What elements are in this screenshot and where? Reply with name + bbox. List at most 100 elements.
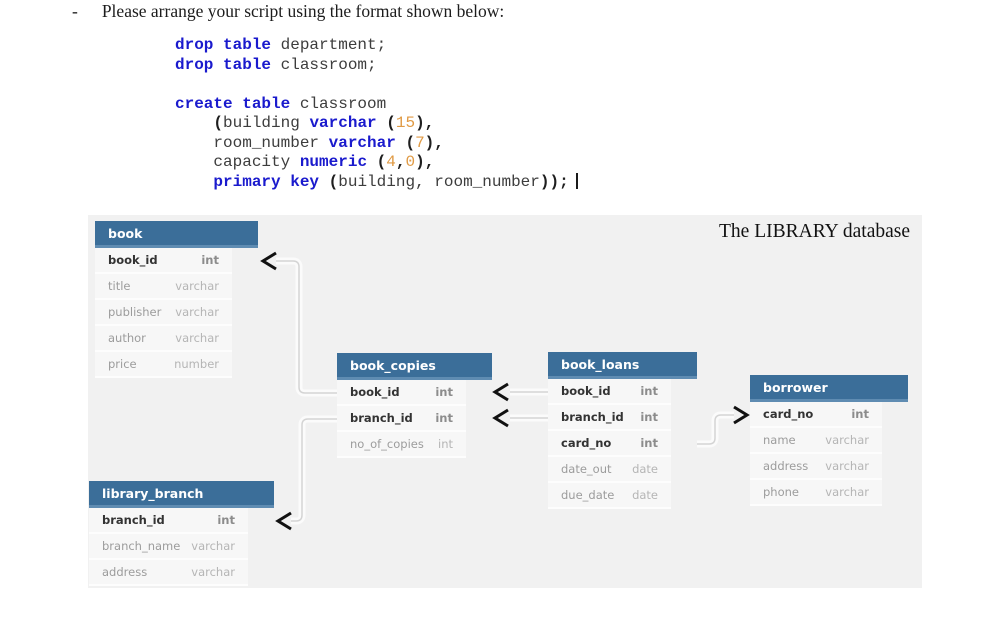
field-row-phone: phone varchar <box>750 480 882 506</box>
field-name: no_of_copies <box>350 437 424 451</box>
field-type: int <box>640 410 658 424</box>
sql-keyword: drop table <box>175 55 272 74</box>
field-name: date_out <box>561 462 612 476</box>
field-type: varchar <box>175 331 219 345</box>
field-type: varchar <box>825 485 869 499</box>
sql-text <box>377 114 387 132</box>
sql-keyword: varchar <box>328 133 396 152</box>
field-type: varchar <box>191 539 235 553</box>
field-row-book_id: book_id int <box>548 379 671 405</box>
sql-text: ( <box>213 114 224 132</box>
instruction-text: Please arrange your script using the for… <box>101 1 505 21</box>
field-row-due_date: due_date date <box>548 483 671 509</box>
sql-text <box>175 114 213 132</box>
field-row-branch_id: branch_id int <box>548 405 671 431</box>
sql-text: room_number <box>175 133 329 152</box>
field-type: int <box>851 407 869 421</box>
field-name: address <box>763 459 809 473</box>
list-dash: - <box>72 1 78 21</box>
sql-text <box>367 153 377 171</box>
field-type: int <box>217 513 235 527</box>
field-name: publisher <box>108 305 162 319</box>
field-row-date_out: date_out date <box>548 457 671 483</box>
code-line: create table classroom <box>175 95 578 115</box>
field-name: book_id <box>561 384 611 398</box>
code-line: capacity numeric (4,0), <box>175 153 578 173</box>
sql-text: department; <box>271 36 387 54</box>
field-row-name: name varchar <box>750 428 882 454</box>
sql-number: 4 <box>386 153 396 171</box>
field-row-author: author varchar <box>95 326 232 352</box>
code-block[interactable]: drop table department;drop table classro… <box>175 36 578 192</box>
field-row-address: address varchar <box>89 560 248 586</box>
sql-keyword: create table <box>175 94 291 113</box>
sql-text: ( <box>328 172 339 191</box>
code-line <box>175 75 578 95</box>
field-type: number <box>174 357 219 371</box>
sql-text <box>175 173 213 191</box>
field-type: varchar <box>175 279 219 293</box>
field-name: branch_id <box>350 411 413 425</box>
sql-text: classroom <box>290 94 387 113</box>
sql-text: , <box>395 153 406 171</box>
sql-text <box>396 134 406 152</box>
sql-text: building <box>223 114 310 132</box>
field-name: name <box>763 433 796 447</box>
table-header: book_copies <box>337 353 492 380</box>
table-header: book <box>95 221 258 248</box>
sql-number: 15 <box>395 114 416 132</box>
field-type: int <box>640 436 658 450</box>
table-header: library_branch <box>89 481 274 508</box>
code-line: drop table classroom; <box>175 56 578 76</box>
field-type: varchar <box>191 565 235 579</box>
field-type: date <box>632 462 658 476</box>
field-name: address <box>102 565 148 579</box>
field-type: int <box>435 385 453 399</box>
field-name: due_date <box>561 488 615 502</box>
sql-number: 0 <box>405 153 416 171</box>
field-name: author <box>108 331 146 345</box>
code-line: drop table department; <box>175 36 578 56</box>
table-header: borrower <box>750 375 908 402</box>
sql-text: ( <box>405 133 416 152</box>
field-type: varchar <box>825 433 869 447</box>
diagram-title: The LIBRARY database <box>719 221 910 242</box>
field-name: book_id <box>108 253 158 267</box>
sql-keyword: varchar <box>309 114 377 132</box>
code-line: (building varchar (15), <box>175 114 578 134</box>
sql-text: ( <box>386 114 396 132</box>
sql-text: ), <box>415 114 435 132</box>
field-type: varchar <box>825 459 869 473</box>
field-row-publisher: publisher varchar <box>95 300 232 326</box>
field-type: varchar <box>175 305 219 319</box>
field-type: int <box>640 384 658 398</box>
sql-number: 7 <box>415 133 425 152</box>
sql-keyword: numeric <box>299 153 368 171</box>
sql-text: building, room_number <box>338 172 540 191</box>
text-cursor <box>575 172 578 189</box>
instruction-line: - Please arrange your script using the fo… <box>72 0 504 22</box>
field-row-no_of_copies: no_of_copies int <box>337 432 466 458</box>
sql-text: ), <box>424 133 444 152</box>
field-type: int <box>438 437 453 451</box>
field-name: phone <box>763 485 799 499</box>
field-row-address: address varchar <box>750 454 882 480</box>
field-name: branch_id <box>561 410 624 424</box>
field-type: date <box>632 488 658 502</box>
sql-keyword: primary key <box>213 172 320 191</box>
field-type: int <box>435 411 453 425</box>
